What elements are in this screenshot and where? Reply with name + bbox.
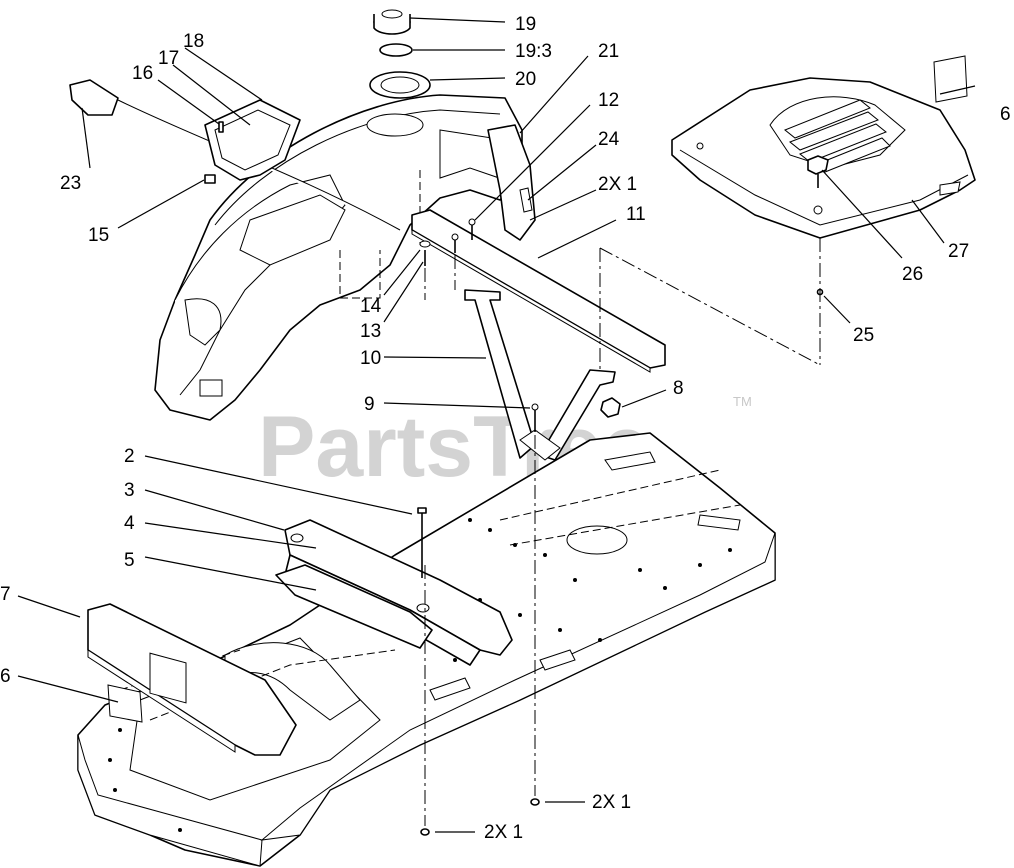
leader-lines <box>17 17 976 833</box>
seal-19-3 <box>379 43 413 57</box>
callout-14: 14 <box>360 296 382 317</box>
callout-27: 27 <box>948 241 969 262</box>
callout-12: 12 <box>598 90 619 111</box>
hardware-12-13-14 <box>419 218 476 266</box>
watermark-trademark: TM <box>733 394 752 409</box>
callout-5: 5 <box>124 550 135 571</box>
strap-24 <box>519 187 533 213</box>
callout-4: 4 <box>124 513 135 534</box>
callout-24: 24 <box>598 129 620 150</box>
fender-body <box>154 94 523 421</box>
decal-6-seat <box>933 55 968 103</box>
bolt-9 <box>531 403 539 432</box>
callout-17: 17 <box>158 48 179 69</box>
screw-16 <box>218 121 224 133</box>
knob-26 <box>807 155 829 188</box>
callout-18: 18 <box>183 31 204 52</box>
callout-10: 10 <box>360 348 381 369</box>
callout-6-front: 6 <box>0 666 11 687</box>
alignment-lines <box>424 238 821 826</box>
callout-3: 3 <box>124 480 135 501</box>
clip-15 <box>204 174 216 184</box>
callout-6-seat: 6 <box>1000 104 1011 125</box>
callout-15: 15 <box>88 225 109 246</box>
callout-16: 16 <box>132 63 153 84</box>
callout-26: 26 <box>902 264 923 285</box>
nut-8 <box>600 397 621 418</box>
callout-9: 9 <box>364 394 375 415</box>
fuel-cap-19 <box>373 9 411 35</box>
callout-25: 25 <box>853 325 874 346</box>
callout-2x1-bottom-left: 2X 1 <box>484 822 523 843</box>
front-panel-7 <box>87 603 297 756</box>
callout-7: 7 <box>0 584 11 605</box>
bracket-21 <box>487 124 536 241</box>
callout-20: 20 <box>515 69 536 90</box>
nut-bottom-left <box>420 828 430 836</box>
callout-2: 2 <box>124 446 135 467</box>
crossbar-11 <box>411 209 666 373</box>
decal-6-front <box>107 684 143 723</box>
callouts: 19 19:3 20 21 12 24 2X 1 11 18 17 16 23 … <box>0 14 1011 843</box>
callout-8: 8 <box>673 378 684 399</box>
callout-21: 21 <box>598 41 619 62</box>
gasket-20 <box>369 71 431 99</box>
frame <box>77 432 776 867</box>
callout-13: 13 <box>360 321 381 342</box>
nut-bottom-right <box>530 798 540 806</box>
bolt-2 <box>417 507 427 578</box>
callout-2x1-bottom-right: 2X 1 <box>592 792 631 813</box>
callout-23: 23 <box>60 173 81 194</box>
callout-19: 19 <box>515 14 536 35</box>
plate-17-18 <box>204 99 301 181</box>
callout-2x1-top: 2X 1 <box>598 174 637 195</box>
callout-19-3: 19:3 <box>515 41 552 62</box>
callout-11: 11 <box>626 204 646 225</box>
rail-assembly-3-4-5 <box>275 519 513 666</box>
